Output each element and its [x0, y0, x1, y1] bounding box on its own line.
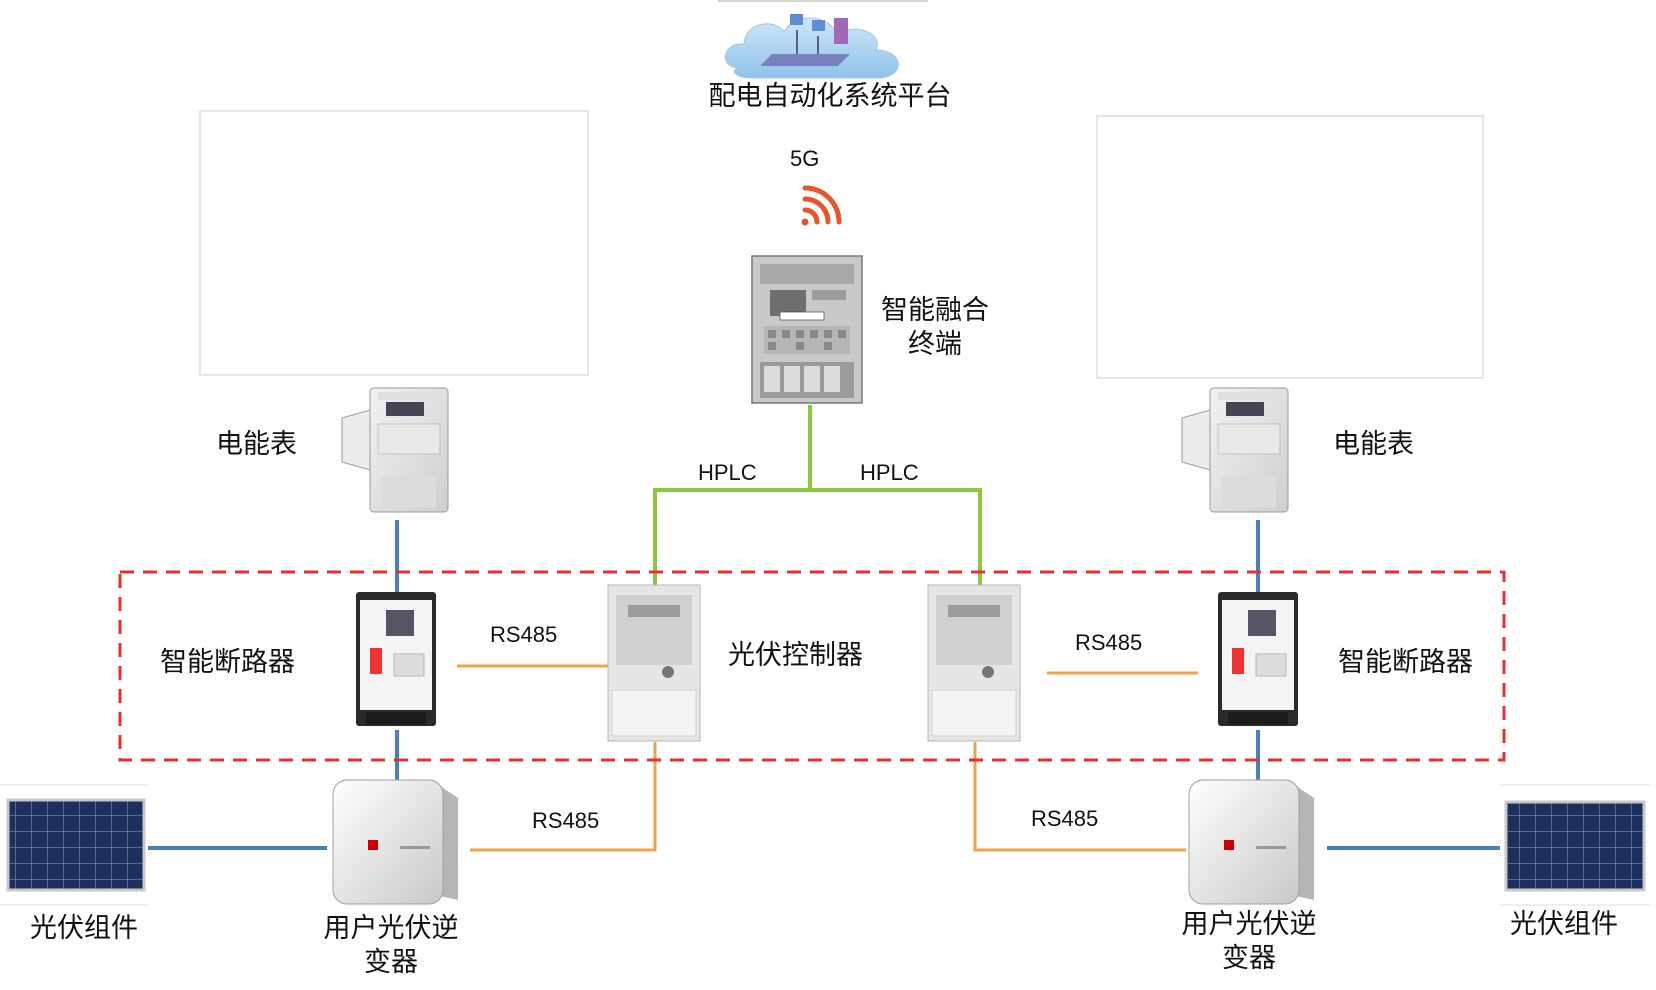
- meter-left-label: 电能表: [216, 429, 297, 460]
- hplc-links: [653, 405, 982, 590]
- meter-right-label: 电能表: [1333, 429, 1414, 460]
- energy-meter-right-image: [1181, 387, 1289, 513]
- hplc-right-label: HPLC: [860, 460, 919, 485]
- network-5g-label: 5G: [790, 146, 820, 171]
- pv-inverter-right-image: [1188, 779, 1314, 905]
- breaker-left-label: 智能断路器: [160, 647, 295, 678]
- smart-breaker-right-image: [1218, 592, 1298, 726]
- rs485-breaker-left-label: RS485: [490, 622, 558, 647]
- smart-breaker-left-image: [356, 592, 436, 726]
- fusion-terminal-label: 智能融合终端: [881, 295, 989, 360]
- rs485-inverter-right-label: RS485: [1031, 806, 1099, 831]
- power-links: [148, 520, 1500, 850]
- platform-label: 配电自动化系统平台: [708, 81, 952, 112]
- pv-module-right-label: 光伏组件: [1510, 909, 1618, 940]
- blank-panel-right: [1096, 115, 1484, 379]
- pv-controller-label: 光伏控制器: [728, 640, 863, 671]
- pv-controller-left-image: [607, 584, 701, 742]
- energy-meter-left-image: [341, 387, 449, 513]
- rs485-inverter-left-label: RS485: [532, 808, 600, 833]
- wireless-signal-icon: [801, 185, 842, 226]
- pv-module-left-image: [0, 784, 148, 906]
- blank-panel-left: [199, 110, 589, 376]
- rs485-breaker-right-label: RS485: [1075, 630, 1143, 655]
- rs485-links: [457, 664, 1198, 852]
- pv-module-left-label: 光伏组件: [30, 913, 138, 944]
- platform-cloud-icon: [718, 0, 928, 79]
- fusion-terminal-image: [751, 255, 863, 404]
- pv-controller-right-image: [927, 584, 1021, 742]
- controller-boundary-box: [118, 570, 1506, 762]
- hplc-left-label: HPLC: [698, 460, 757, 485]
- breaker-right-label: 智能断路器: [1338, 647, 1473, 678]
- pv-module-right-image: [1500, 784, 1650, 906]
- pv-inverter-left-image: [332, 779, 458, 905]
- inverter-left-label: 用户光伏逆变器: [323, 913, 459, 978]
- inverter-right-label: 用户光伏逆变器: [1181, 909, 1317, 974]
